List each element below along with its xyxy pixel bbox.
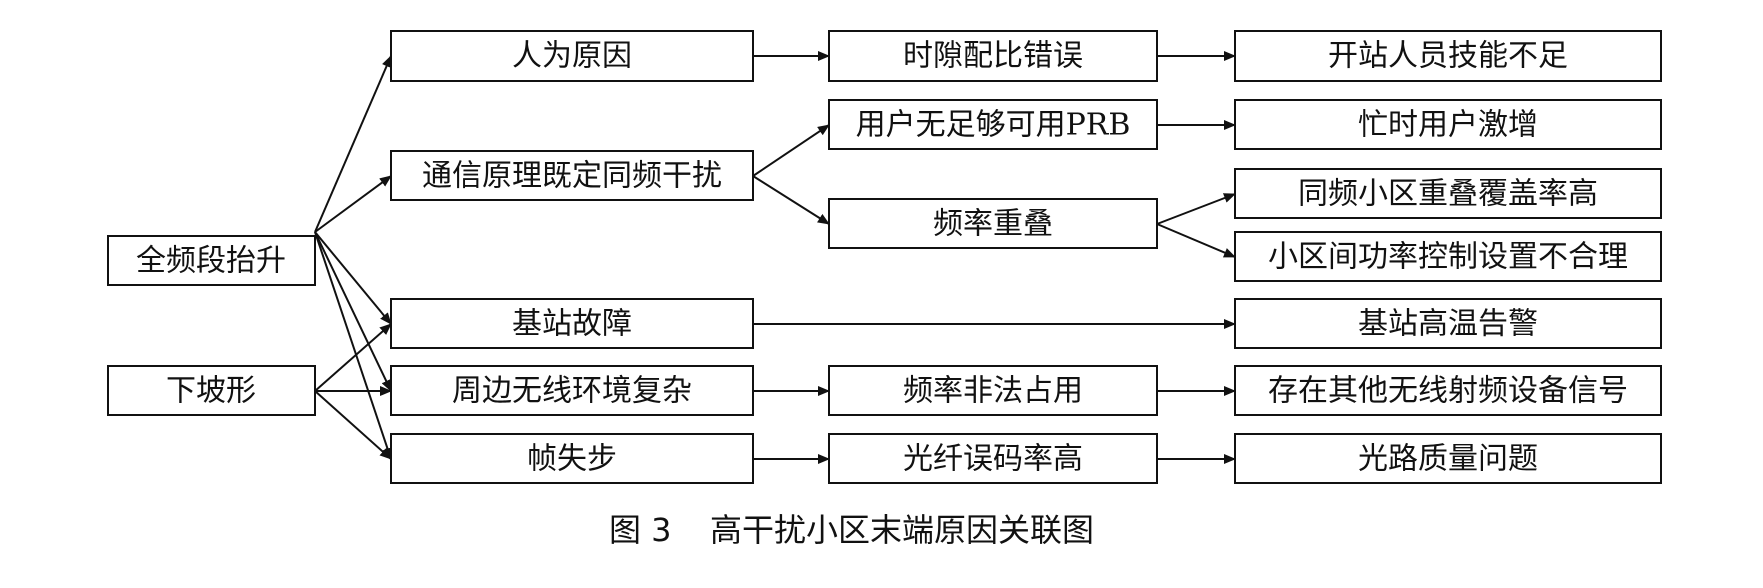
arrow-root1-to-c1_station <box>314 231 392 325</box>
arrow-root1-to-c1_comm <box>314 175 392 233</box>
arrow-root2-to-c1_frame <box>314 390 392 460</box>
node-frequency-overlap: 频率重叠 <box>828 198 1158 249</box>
arrow-c2_overlap-to-c3_power <box>1156 223 1236 258</box>
svg-text:光纤误码率高: 光纤误码率高 <box>903 442 1083 477</box>
svg-text:通信原理既定同频干扰: 通信原理既定同频干扰 <box>422 159 722 194</box>
svg-text:基站故障: 基站故障 <box>512 307 632 342</box>
svg-text:人为原因: 人为原因 <box>512 39 632 74</box>
svg-text:忙时用户激增: 忙时用户激增 <box>1358 108 1538 143</box>
node-illegal-frequency-use: 频率非法占用 <box>828 365 1158 416</box>
node-high-fiber-error-rate: 光纤误码率高 <box>828 433 1158 484</box>
svg-text:小区间功率控制设置不合理: 小区间功率控制设置不合理 <box>1268 240 1628 275</box>
arrow-c2_overlap-to-c3_cover <box>1156 193 1236 225</box>
svg-text:周边无线环境复杂: 周边无线环境复杂 <box>452 374 692 409</box>
node-co-frequency-interference: 通信原理既定同频干扰 <box>390 150 754 201</box>
arrow-root1-to-c1_human <box>314 55 392 233</box>
svg-text:频率重叠: 频率重叠 <box>933 207 1053 242</box>
node-other-rf-device-signals: 存在其他无线射频设备信号 <box>1234 365 1662 416</box>
node-busy-hour-user-surge: 忙时用户激增 <box>1234 99 1662 150</box>
node-insufficient-staff-skills: 开站人员技能不足 <box>1234 30 1662 82</box>
svg-text:基站高温告警: 基站高温告警 <box>1358 307 1538 342</box>
node-base-station-fault: 基站故障 <box>390 298 754 349</box>
arrow-root1-to-c1_frame <box>314 231 393 460</box>
node-base-station-high-temp-alarm: 基站高温告警 <box>1234 298 1662 349</box>
svg-text:光路质量问题: 光路质量问题 <box>1358 442 1538 477</box>
node-frame-desync: 帧失步 <box>390 433 754 484</box>
node-downslope: 下坡形 <box>107 365 316 416</box>
svg-text:存在其他无线射频设备信号: 存在其他无线射频设备信号 <box>1268 374 1628 409</box>
node-full-band-rise: 全频段抬升 <box>107 235 316 286</box>
figure-number: 图 3 <box>609 511 672 549</box>
node-timeslot-ratio-error: 时隙配比错误 <box>828 30 1158 82</box>
svg-text:时隙配比错误: 时隙配比错误 <box>903 39 1083 74</box>
arrow-c1_comm-to-c2_overlap <box>752 175 830 225</box>
svg-text:全频段抬升: 全频段抬升 <box>136 244 286 279</box>
node-complex-wireless-environment: 周边无线环境复杂 <box>390 365 754 416</box>
svg-text:频率非法占用: 频率非法占用 <box>903 374 1083 409</box>
svg-text:同频小区重叠覆盖率高: 同频小区重叠覆盖率高 <box>1298 177 1598 212</box>
svg-text:帧失步: 帧失步 <box>527 442 617 477</box>
arrow-root2-to-c1_station <box>314 323 392 392</box>
node-high-overlap-coverage: 同频小区重叠覆盖率高 <box>1234 168 1662 219</box>
svg-text:用户无足够可用PRB: 用户无足够可用PRB <box>856 108 1131 143</box>
node-insufficient-prb: 用户无足够可用PRB <box>828 99 1158 150</box>
svg-text:开站人员技能不足: 开站人员技能不足 <box>1328 39 1568 74</box>
arrow-c1_comm-to-c2_prb <box>752 124 830 177</box>
svg-text:下坡形: 下坡形 <box>166 374 256 409</box>
edges-layer <box>314 51 1236 464</box>
node-unreasonable-power-control: 小区间功率控制设置不合理 <box>1234 231 1662 282</box>
arrow-root1-to-c1_env <box>314 231 392 392</box>
node-optical-path-quality: 光路质量问题 <box>1234 433 1662 484</box>
figure-caption: 高干扰小区末端原因关联图 <box>710 511 1094 549</box>
node-human-cause: 人为原因 <box>390 30 754 82</box>
